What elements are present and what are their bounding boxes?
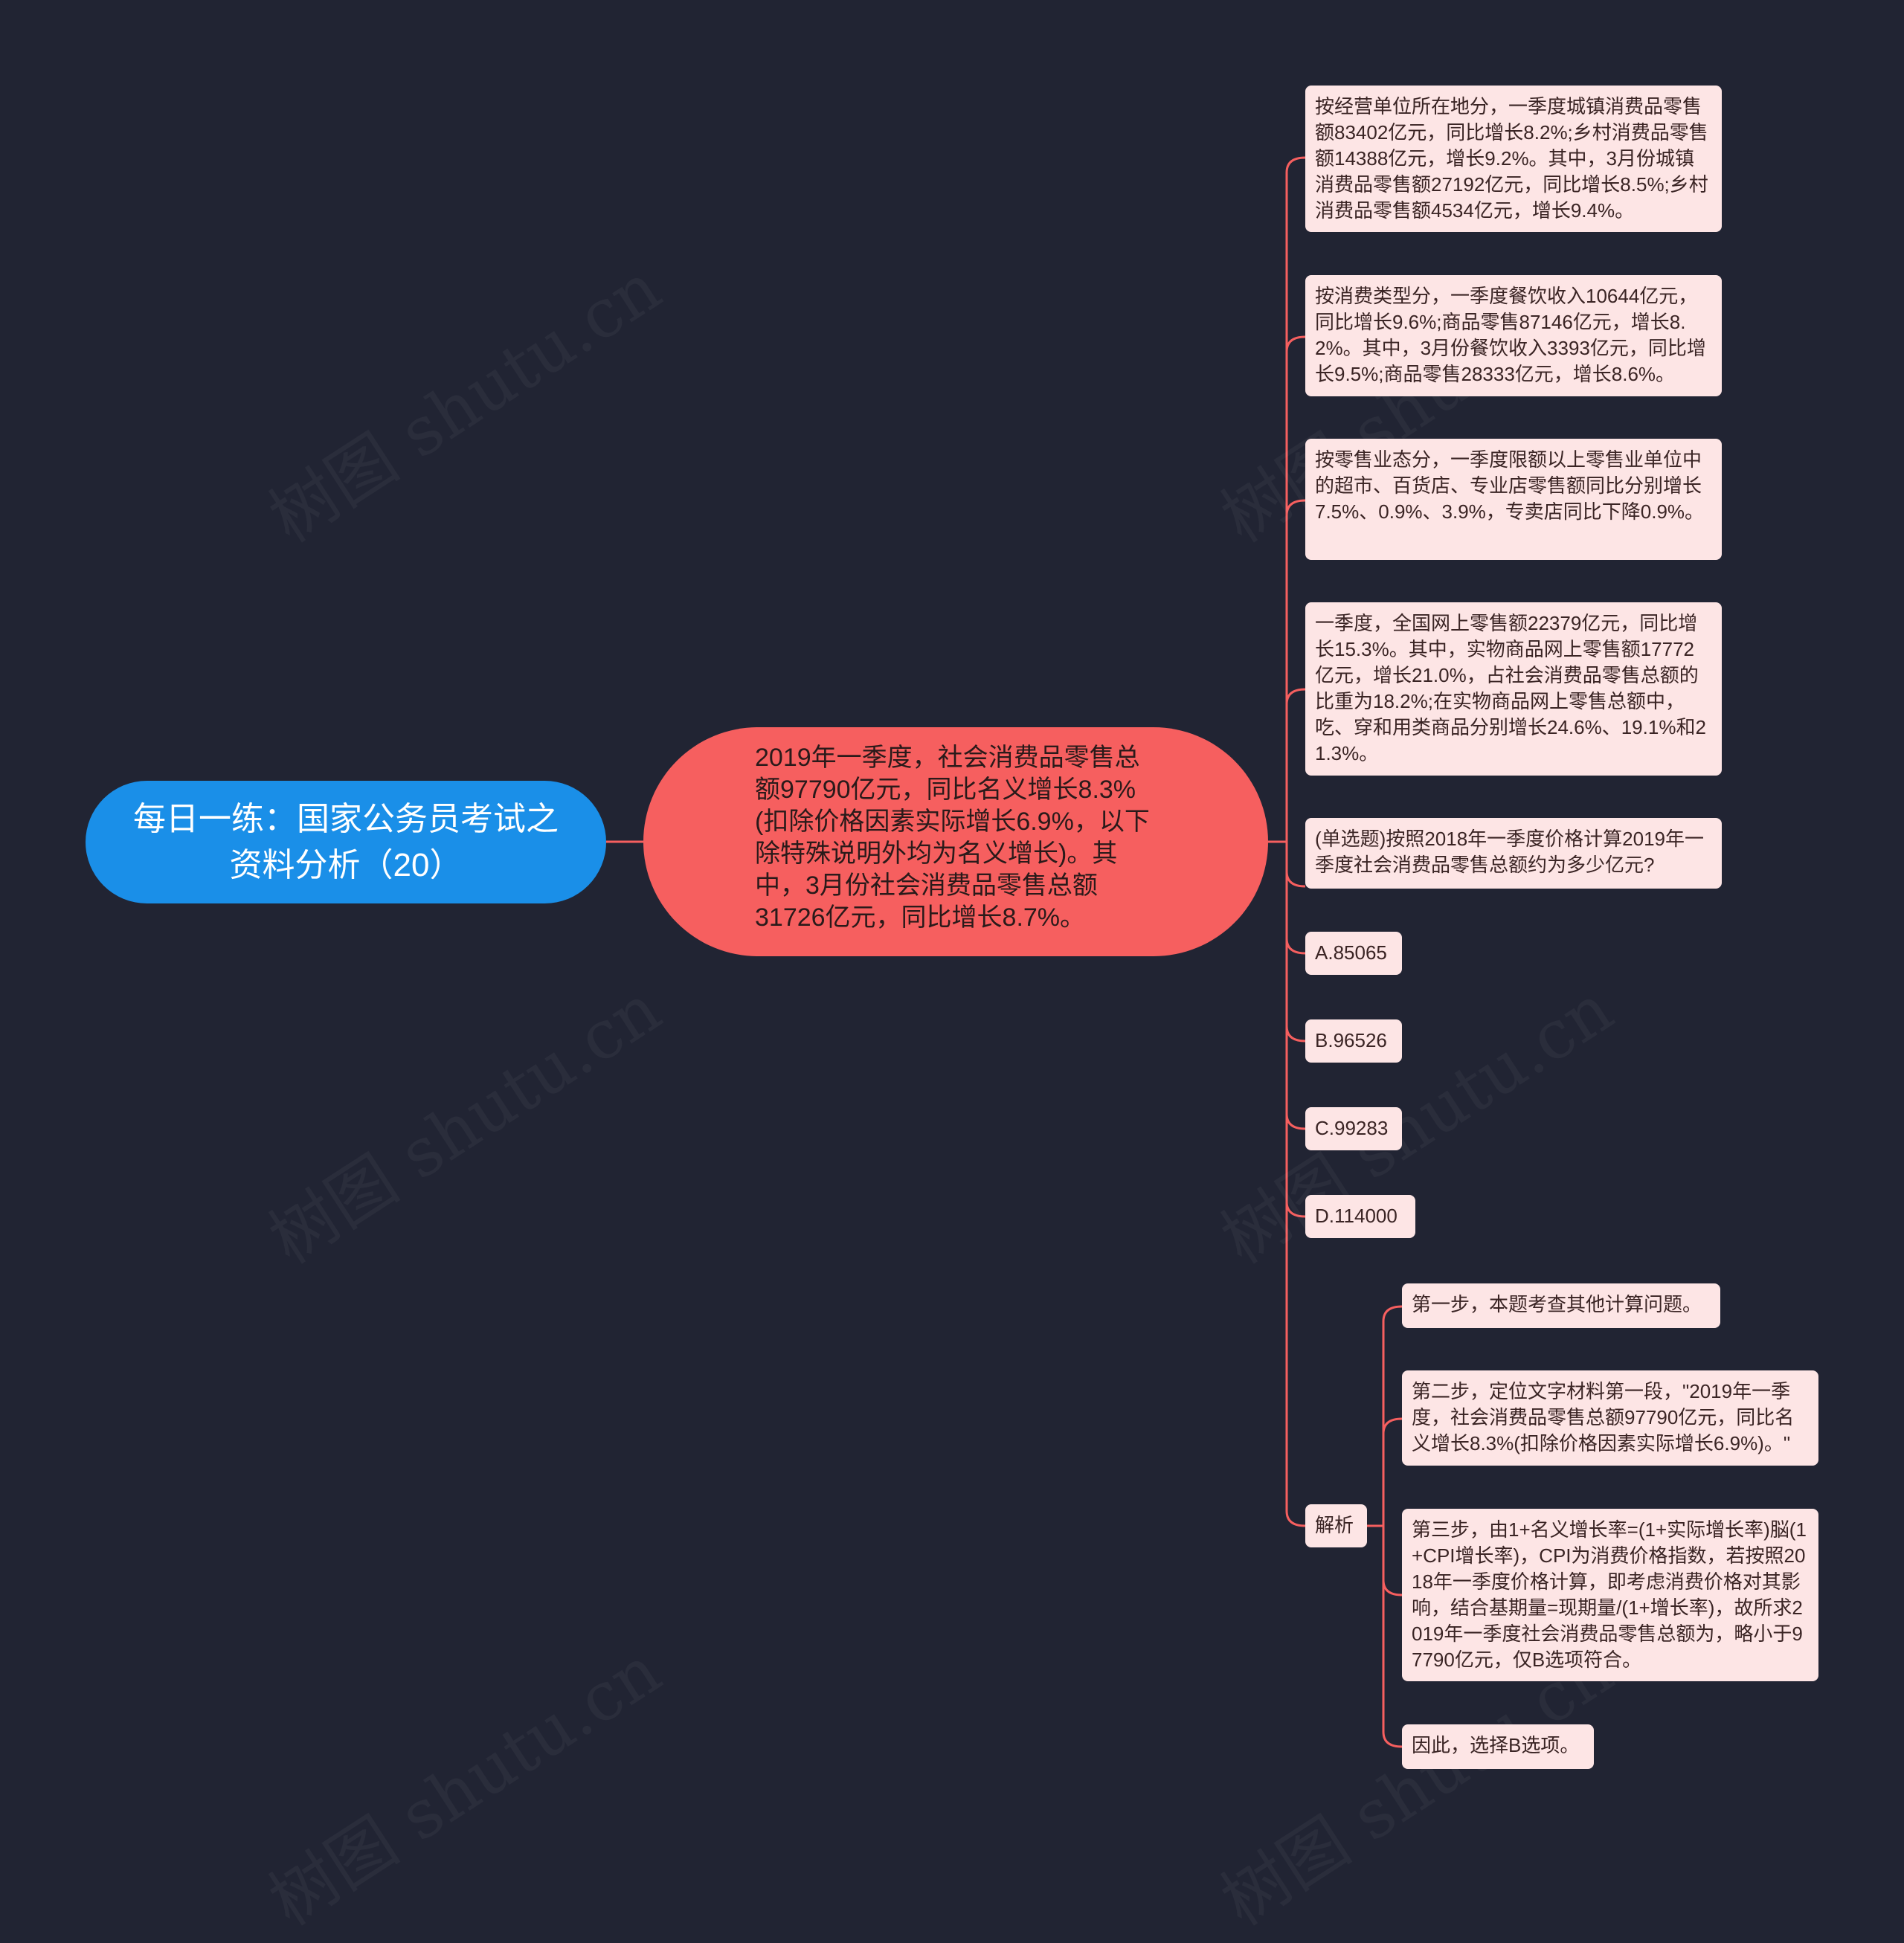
option-b-node[interactable]: B.96526 [1305, 1019, 1402, 1063]
branch-b3-connector [1285, 499, 1306, 842]
branch-online-retail-node[interactable]: 一季度，全国网上零售额22379亿元，同比增长15.3%。其中，实物商品网上零售… [1305, 602, 1722, 776]
analysis-label: 解析 [1315, 1514, 1354, 1536]
branch-option-d-connector [1285, 842, 1306, 1218]
root-topic[interactable]: 每日一练：国家公务员考试之资料分析（20） [86, 781, 606, 903]
root-topic-label: 每日一练：国家公务员考试之资料分析（20） [133, 800, 559, 883]
branch-retail-format-label: 按零售业态分，一季度限额以上零售业单位中的超市、百货店、专业店零售额同比分别增长… [1315, 448, 1705, 523]
analysis-step-4-label: 因此，选择B选项。 [1412, 1734, 1580, 1756]
option-a-label: A.85065 [1315, 941, 1387, 964]
branch-analysis-connector [1285, 842, 1306, 1527]
branch-location-label: 按经营单位所在地分，一季度城镇消费品零售额83402亿元，同比增长8.2%;乡村… [1315, 95, 1708, 222]
connector-lines [606, 156, 1403, 1748]
question-label: (单选题)按照2018年一季度价格计算2019年一季度社会消费品零售总额约为多少… [1315, 828, 1704, 876]
analysis-step-3-label: 第三步，由1+名义增长率=(1+实际增长率)脳(1+CPI增长率)，CPI为消费… [1412, 1518, 1807, 1671]
step-2-connector [1382, 1417, 1403, 1526]
analysis-step-2-label: 第二步，定位文字材料第一段，"2019年一季度，社会消费品零售总额97790亿元… [1412, 1380, 1795, 1454]
analysis-step-1-node[interactable]: 第一步，本题考查其他计算问题。 [1402, 1283, 1720, 1328]
question-node[interactable]: (单选题)按照2018年一季度价格计算2019年一季度社会消费品零售总额约为多少… [1305, 818, 1722, 889]
branch-retail-format-node[interactable]: 按零售业态分，一季度限额以上零售业单位中的超市、百货店、专业店零售额同比分别增长… [1305, 439, 1722, 560]
branch-consumption-type-label: 按消费类型分，一季度餐饮收入10644亿元，同比增长9.6%;商品零售87146… [1315, 285, 1706, 385]
main-topic[interactable]: 2019年一季度，社会消费品零售总额97790亿元，同比名义增长8.3%(扣除价… [643, 727, 1268, 956]
option-c-label: C.99283 [1315, 1117, 1389, 1139]
option-d-node[interactable]: D.114000 [1305, 1195, 1415, 1238]
analysis-step-2-node[interactable]: 第二步，定位文字材料第一段，"2019年一季度，社会消费品零售总额97790亿元… [1402, 1370, 1818, 1466]
step-4-connector [1382, 1526, 1403, 1748]
branch-online-retail-label: 一季度，全国网上零售额22379亿元，同比增长15.3%。其中，实物商品网上零售… [1315, 612, 1706, 764]
analysis-step-4-node[interactable]: 因此，选择B选项。 [1402, 1724, 1594, 1769]
branch-option-a-connector [1285, 842, 1306, 955]
option-b-label: B.96526 [1315, 1029, 1387, 1051]
step-1-connector [1382, 1305, 1403, 1526]
analysis-step-1-label: 第一步，本题考查其他计算问题。 [1412, 1293, 1702, 1315]
main-topic-label: 2019年一季度，社会消费品零售总额97790亿元，同比名义增长8.3%(扣除价… [755, 744, 1150, 932]
analysis-step-3-node[interactable]: 第三步，由1+名义增长率=(1+实际增长率)脳(1+CPI增长率)，CPI为消费… [1402, 1509, 1818, 1681]
option-a-node[interactable]: A.85065 [1305, 932, 1402, 975]
branch-location-node[interactable]: 按经营单位所在地分，一季度城镇消费品零售额83402亿元，同比增长8.2%;乡村… [1305, 86, 1722, 232]
branch-question-connector [1285, 842, 1306, 888]
branch-b4-connector [1285, 688, 1306, 842]
option-c-node[interactable]: C.99283 [1305, 1107, 1402, 1150]
branch-consumption-type-node[interactable]: 按消费类型分，一季度餐饮收入10644亿元，同比增长9.6%;商品零售87146… [1305, 275, 1722, 396]
option-d-label: D.114000 [1315, 1205, 1398, 1227]
branch-option-b-connector [1285, 842, 1306, 1043]
step-3-connector [1382, 1526, 1403, 1596]
branch-b2-connector [1285, 335, 1306, 842]
branch-b1-connector [1285, 156, 1306, 842]
analysis-node[interactable]: 解析 [1305, 1504, 1367, 1547]
